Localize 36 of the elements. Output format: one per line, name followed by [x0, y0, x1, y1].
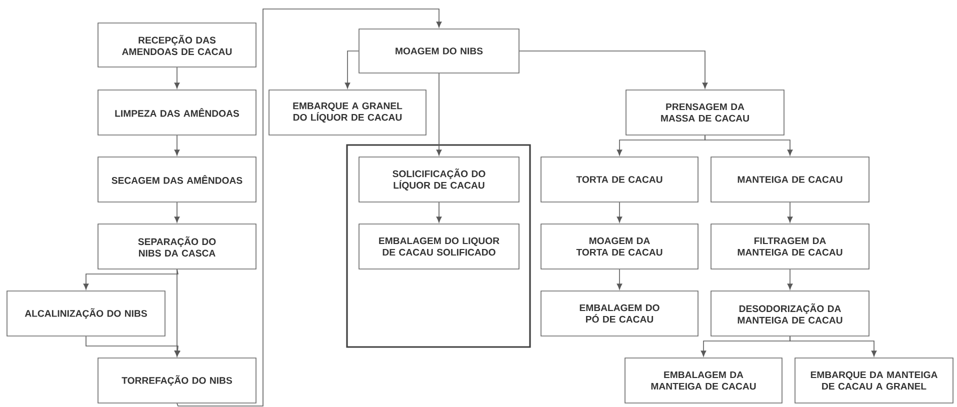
group-frame [346, 144, 531, 348]
arrow [83, 269, 178, 290]
process-box: EMBARQUE DA MANTEIGA DE CACAU A GRANEL [794, 358, 954, 404]
process-box: RECEPÇÃO DAS AMENDOAS DE CACAU [98, 22, 256, 68]
arrow [787, 269, 793, 290]
process-box: SEPARAÇÃO DO NIBS DA CASCA [98, 224, 256, 270]
process-box: MANTEIGA DE CACAU [710, 156, 870, 202]
process-box: EMBALAGEM DA MANTEIGA DE CACAU [624, 358, 782, 404]
process-box: EMBALAGEM DO PÓ DE CACAU [540, 290, 698, 336]
arrow [344, 50, 359, 89]
arrow [519, 50, 708, 89]
arrow [174, 135, 180, 156]
arrow [616, 269, 622, 290]
process-box: DESODORIZAÇÃO DA MANTEIGA DE CACAU [710, 290, 870, 336]
process-box: TORREFAÇÃO DO NIBS [98, 358, 256, 404]
arrow [704, 135, 793, 156]
process-box: PRENSAGEM DA MASSA DE CACAU [626, 90, 784, 136]
process-box: TORTA DE CACAU [540, 156, 698, 202]
process-box: MOAGEM DA TORTA DE CACAU [540, 224, 698, 270]
arrow [790, 336, 877, 357]
arrow [86, 336, 180, 357]
process-box: SECAGEM DAS AMÊNDOAS [98, 156, 256, 202]
process-box: SOLICIFICAÇÃO DO LÍQUOR DE CACAU [358, 156, 520, 202]
arrow [176, 8, 442, 406]
process-box: MOAGEM DO NIBS [358, 28, 520, 74]
process-box: EMBALAGEM DO LIQUOR DE CACAU SOLIFICADO [358, 224, 520, 270]
process-box: ALCALINIZAÇÃO DO NIBS [6, 290, 166, 336]
arrow [436, 202, 442, 223]
arrow [174, 202, 180, 223]
process-box: FILTRAGEM DA MANTEIGA DE CACAU [710, 224, 870, 270]
process-box: EMBARQUE A GRANEL DO LÍQUOR DE CACAU [268, 90, 426, 136]
arrow [436, 73, 442, 156]
arrow [174, 67, 180, 89]
process-box: LIMPEZA DAS AMÊNDOAS [98, 90, 256, 136]
arrow [616, 202, 622, 223]
arrow [787, 202, 793, 223]
